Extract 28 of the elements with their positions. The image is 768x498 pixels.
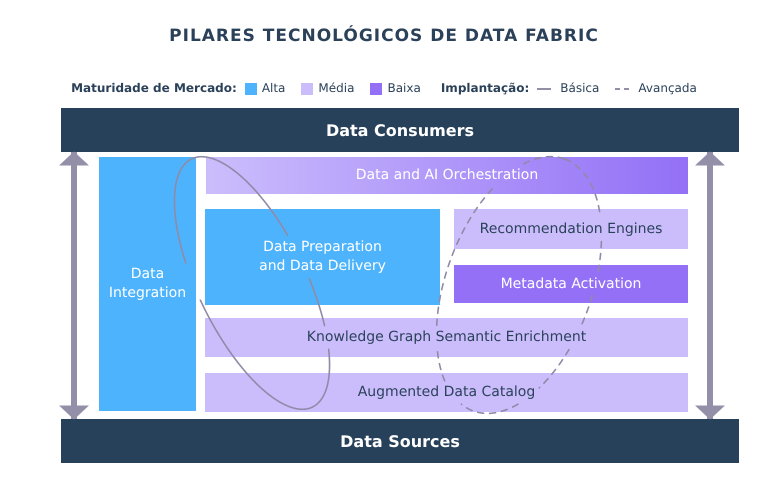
capability-box bbox=[454, 265, 688, 303]
layer-label: Data Consumers bbox=[326, 120, 474, 140]
legend-label: Avançada bbox=[638, 81, 697, 96]
capability-label: Metadata Activation bbox=[500, 274, 642, 294]
layer-label: Data Sources bbox=[340, 432, 460, 450]
legend-label: Alta bbox=[262, 81, 286, 96]
legend-label: Básica bbox=[560, 81, 600, 96]
layer-band bbox=[61, 419, 739, 463]
capability-label: Data Integration bbox=[108, 265, 188, 303]
double-arrow bbox=[59, 152, 89, 420]
diagram-title: PILARES TECNOLÓGICOS DE DATA FABRIC bbox=[169, 26, 599, 46]
capability-box bbox=[99, 157, 196, 411]
legend-heading: Implantação: bbox=[440, 81, 530, 96]
legend-heading: Maturidade de Mercado: bbox=[71, 81, 237, 96]
capability-box bbox=[205, 209, 440, 305]
legend-label: Baixa bbox=[387, 81, 421, 96]
capability-box bbox=[205, 318, 688, 357]
capability-label: Data Preparation and Data Delivery bbox=[258, 238, 387, 276]
legend-label: Média bbox=[318, 81, 354, 96]
capability-box bbox=[206, 157, 688, 194]
layer-band bbox=[61, 108, 739, 152]
capability-box bbox=[205, 373, 688, 412]
capability-label: Knowledge Graph Semantic Enrichment bbox=[306, 328, 586, 347]
double-arrow bbox=[695, 152, 725, 420]
capability-box bbox=[454, 209, 688, 249]
capability-label: Data and AI Orchestration bbox=[356, 166, 538, 185]
capability-label: Augmented Data Catalog bbox=[358, 383, 536, 402]
capability-label: Recommendation Engines bbox=[480, 220, 662, 238]
